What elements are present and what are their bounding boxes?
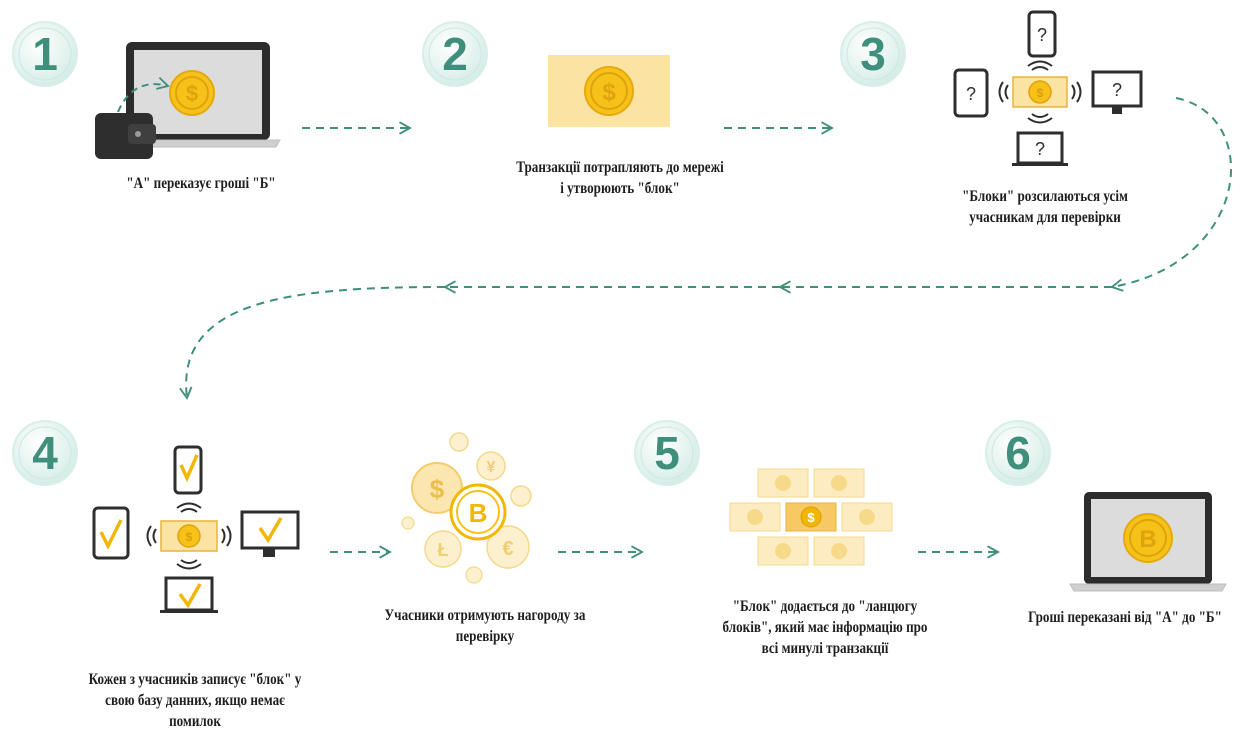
coin-cluster-icon: ¥ $ Ł € B xyxy=(401,432,532,584)
laptop-icon: ? xyxy=(1012,131,1068,166)
checkmark-icon xyxy=(179,454,199,483)
checkmark-icon xyxy=(258,517,283,544)
wifi-signal-icon xyxy=(998,60,1082,124)
step-3-caption: "Блоки" розсилаються усім учасникам для … xyxy=(962,188,1128,226)
svg-text:?: ? xyxy=(966,84,976,104)
step-2-caption: Транзакції потрапляють до мережі і утвор… xyxy=(516,159,724,197)
svg-text:?: ? xyxy=(1037,25,1047,45)
step-badge-3: 3 xyxy=(840,21,906,87)
svg-text:$: $ xyxy=(602,79,616,106)
flow-arrows xyxy=(179,97,1232,559)
step-number: 6 xyxy=(1005,427,1031,479)
block-icon: $ xyxy=(160,520,218,552)
step-number: 1 xyxy=(32,28,58,80)
step-4-caption: Кожен з учасників записує "блок" у свою … xyxy=(88,671,302,730)
monitor-icon xyxy=(240,510,300,557)
svg-text:Ł: Ł xyxy=(438,540,449,560)
step-badge-6: 6 xyxy=(985,420,1051,486)
svg-text:¥: ¥ xyxy=(487,459,496,476)
dollar-coin-icon: $ xyxy=(169,70,215,116)
wifi-signal-icon xyxy=(146,502,232,570)
svg-text:?: ? xyxy=(1035,139,1045,159)
tablet-icon: ? xyxy=(953,68,989,118)
step-badge-4: 4 xyxy=(12,420,78,486)
step-6-caption: Гроші переказані від "А" до "Б" xyxy=(1028,609,1222,626)
step-number: 4 xyxy=(32,427,58,479)
monitor-icon: ? xyxy=(1091,70,1143,114)
wallet-icon xyxy=(95,113,156,159)
svg-text:€: € xyxy=(502,538,513,560)
tablet-icon xyxy=(92,506,130,560)
step-badge-2: 2 xyxy=(422,21,488,87)
svg-text:?: ? xyxy=(1112,80,1122,100)
svg-text:$: $ xyxy=(807,510,815,525)
transfer-arc xyxy=(117,76,170,113)
block-chain-icon: $ xyxy=(729,468,893,566)
arrow-3-down xyxy=(1110,97,1232,292)
svg-text:$: $ xyxy=(186,81,198,106)
step-5-caption: "Блок" додається до "ланцюгу блоків", як… xyxy=(722,598,928,657)
svg-text:$: $ xyxy=(430,474,445,504)
step-number: 5 xyxy=(654,427,680,479)
svg-text:B: B xyxy=(469,498,488,528)
svg-text:B: B xyxy=(1139,526,1156,553)
step-badge-1: 1 xyxy=(12,21,78,87)
svg-text:$: $ xyxy=(1037,86,1044,100)
step-badge-5: 5 xyxy=(634,420,700,486)
step-1-caption: "А" переказує гроші "Б" xyxy=(126,175,276,192)
reward-caption: Учасники отримують нагороду за перевірку xyxy=(384,607,586,645)
step-number: 2 xyxy=(442,28,468,80)
svg-text:$: $ xyxy=(186,530,193,544)
bitcoin-coin-icon: B xyxy=(1123,513,1173,563)
laptop-icon xyxy=(160,576,218,613)
laptop-icon xyxy=(111,42,281,148)
block-icon: $ xyxy=(1012,76,1068,108)
phone-icon: ? xyxy=(1027,10,1057,58)
step-number: 3 xyxy=(860,28,886,80)
checkmark-icon xyxy=(99,519,123,550)
phone-icon xyxy=(173,445,203,495)
banknote-icon: $ xyxy=(548,55,670,127)
arrow-row-return-c xyxy=(179,286,446,400)
checkmark-icon xyxy=(178,583,202,609)
